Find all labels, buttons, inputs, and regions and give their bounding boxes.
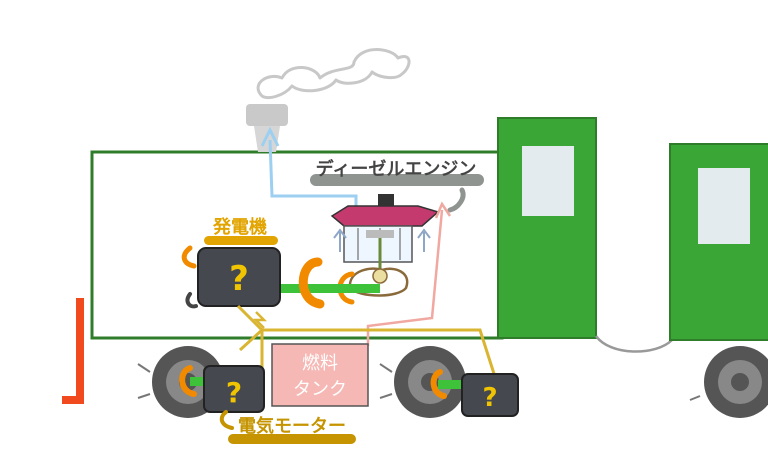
car-connector-cable (594, 335, 673, 353)
fuel-tank-label-line2: タンク (293, 379, 347, 400)
generator-label-bar (204, 236, 278, 245)
fuel-tank-label-line1: 燃料 (302, 353, 338, 374)
chimney-icon (246, 104, 288, 152)
cab-window (522, 146, 574, 216)
engine-label: ディーゼルエンジン (316, 158, 477, 180)
smoke-icon (256, 48, 411, 100)
fuel-line (366, 209, 444, 346)
coupler (62, 298, 84, 404)
front-motor-question-mark: ? (226, 376, 242, 409)
generator-label: 発電機 (212, 216, 267, 238)
generator-icon: ? (197, 247, 281, 307)
engine-label-bar (310, 174, 484, 186)
generator-rotation-arrow (298, 257, 325, 309)
exhaust-arrow (268, 139, 358, 212)
rear-motor-icon: ? (430, 369, 519, 417)
second-car-window (698, 168, 750, 244)
motor-label: 電気モーター (238, 415, 346, 437)
motor-label-bar (228, 434, 356, 444)
drive-shaft (280, 284, 380, 293)
rear-motor-question-mark: ? (482, 383, 497, 413)
generator-question-mark: ? (229, 259, 249, 299)
fuel-tank: 燃料 タンク (271, 343, 369, 407)
diesel-engine-icon (330, 194, 440, 297)
second-car-wheel (689, 346, 768, 418)
front-motor-icon: ? (179, 365, 265, 413)
